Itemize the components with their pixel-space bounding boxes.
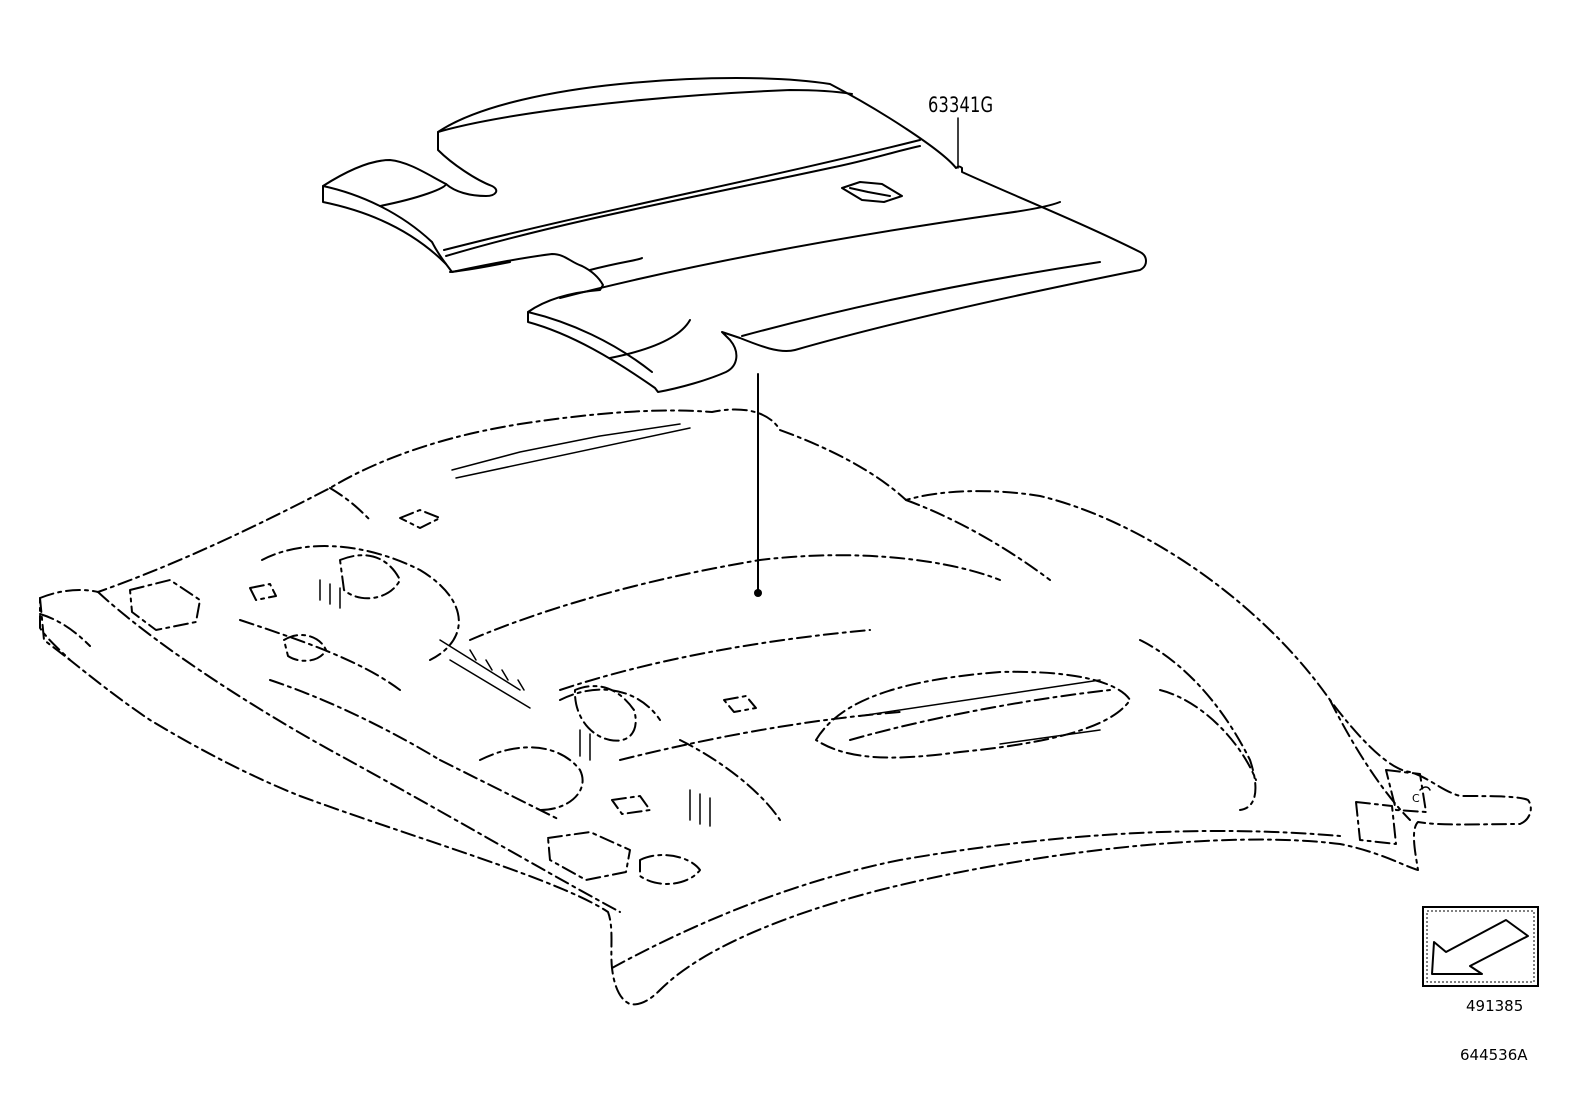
- part-marker-letter: C: [1412, 792, 1420, 805]
- attachment-point: [754, 589, 762, 597]
- headliner-pad-part: [322, 77, 1147, 393]
- front-direction-arrow-icon: [1422, 906, 1539, 987]
- headlining-hatch-details: [319, 423, 1431, 827]
- part-number-label: 63341G: [928, 93, 994, 117]
- roof-headlining-assembly: [39, 408, 1532, 1006]
- reference-number: 491385: [1466, 997, 1524, 1015]
- front-direction-indicator: [1422, 906, 1539, 987]
- diagram-id: 644536A: [1460, 1046, 1528, 1064]
